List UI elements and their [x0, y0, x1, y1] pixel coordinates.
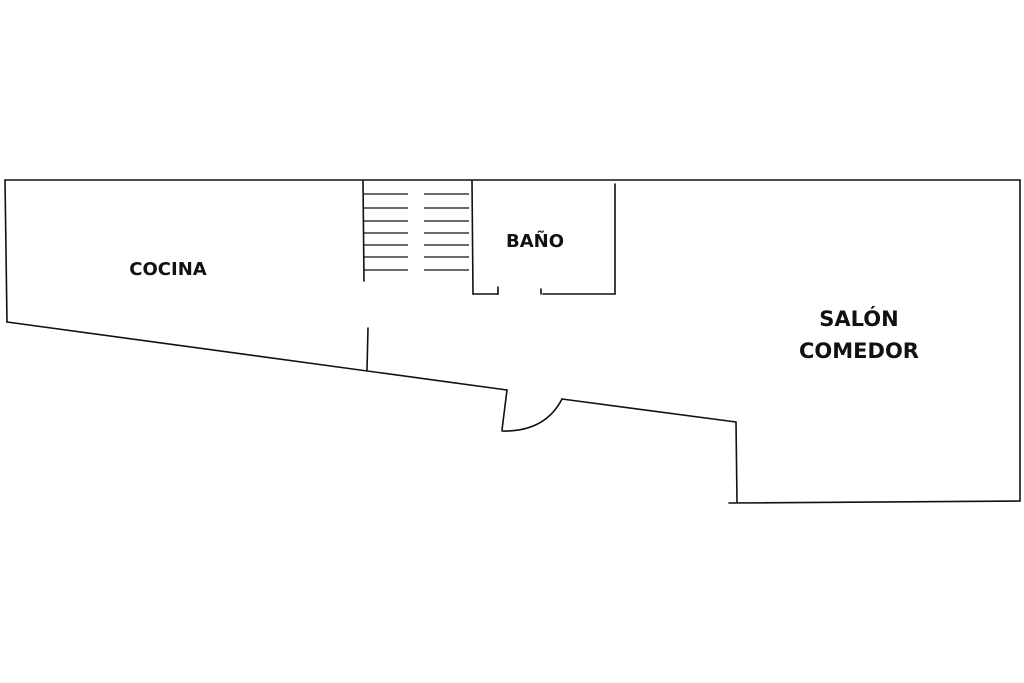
bathroom-label: BAÑO: [506, 229, 564, 252]
door-swing-arc: [501, 398, 563, 432]
bathroom-left-wall: [471, 180, 474, 295]
walls: [4, 179, 1021, 504]
living-label-line2: COMEDOR: [799, 339, 919, 363]
living-bottom-wall: [728, 500, 1021, 504]
living-label-line1: SALÓN: [819, 306, 898, 331]
stair-left-wall: [362, 180, 365, 282]
kitchen-partition: [366, 327, 369, 371]
front-wall-left: [6, 321, 508, 391]
room-labels: COCINA BAÑO SALÓN COMEDOR: [129, 229, 919, 363]
living-lower-left-wall: [735, 421, 738, 503]
entrance-door: [501, 389, 563, 432]
kitchen-label: COCINA: [129, 259, 206, 280]
stairs: [364, 193, 469, 271]
left-wall: [4, 179, 8, 323]
front-wall-right: [561, 398, 737, 423]
door-leaf: [501, 389, 508, 431]
